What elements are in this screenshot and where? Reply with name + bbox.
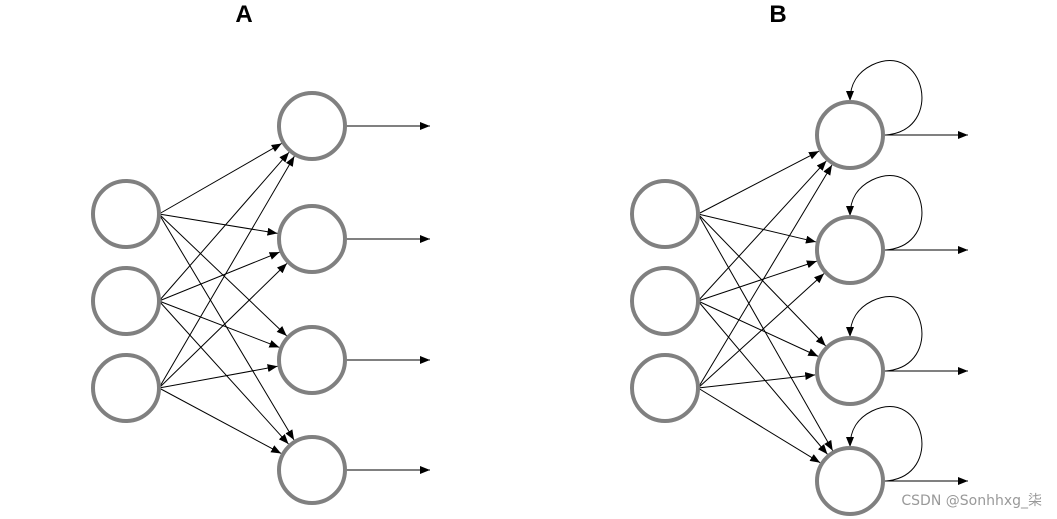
connection-in1-out1 xyxy=(697,150,820,215)
panel-a-feedforward-network xyxy=(91,91,430,505)
connection-in2-out2 xyxy=(158,251,280,302)
input-node-3 xyxy=(91,353,161,423)
connection-in2-out4 xyxy=(158,300,289,445)
connection-in3-out3 xyxy=(697,372,816,389)
output-node-4 xyxy=(277,435,347,505)
connection-in3-out1 xyxy=(158,155,295,389)
output-node-2 xyxy=(815,215,885,285)
input-node-1 xyxy=(91,179,161,249)
output-node-1 xyxy=(277,91,347,161)
self-loop-3 xyxy=(846,296,923,372)
output-node-1 xyxy=(815,100,885,170)
connection-in3-out2 xyxy=(158,263,288,389)
connection-in2-out2 xyxy=(697,260,817,302)
output-node-3 xyxy=(277,325,347,395)
input-node-1 xyxy=(630,179,700,249)
connection-in2-out3 xyxy=(158,300,280,348)
input-node-3 xyxy=(630,353,700,423)
self-loop-1 xyxy=(846,60,923,136)
connection-in2-out1 xyxy=(158,152,290,302)
connection-in2-out4 xyxy=(697,300,828,455)
self-loop-2 xyxy=(846,175,923,251)
connection-in3-out4 xyxy=(697,387,821,464)
input-node-2 xyxy=(630,266,700,336)
input-node-2 xyxy=(91,266,161,336)
connection-in3-out1 xyxy=(697,164,833,389)
panel-b-label: B xyxy=(769,1,786,28)
output-node-3 xyxy=(815,336,885,406)
connection-in2-out3 xyxy=(697,300,819,357)
panel-a-label: A xyxy=(235,1,252,28)
connection-in1-out2 xyxy=(158,213,278,236)
connection-in2-out1 xyxy=(697,160,827,302)
panel-b-recurrent-network xyxy=(630,60,968,516)
self-loop-4 xyxy=(846,406,923,482)
connection-in3-out2 xyxy=(697,273,825,389)
connection-in3-out4 xyxy=(158,387,282,454)
connection-in1-out2 xyxy=(697,213,817,244)
connection-in1-out1 xyxy=(158,143,282,215)
output-node-4 xyxy=(815,446,885,516)
watermark: CSDN @Sonhhxg_柒 xyxy=(901,493,1042,509)
connection-in3-out3 xyxy=(158,364,278,389)
output-node-2 xyxy=(277,204,347,274)
